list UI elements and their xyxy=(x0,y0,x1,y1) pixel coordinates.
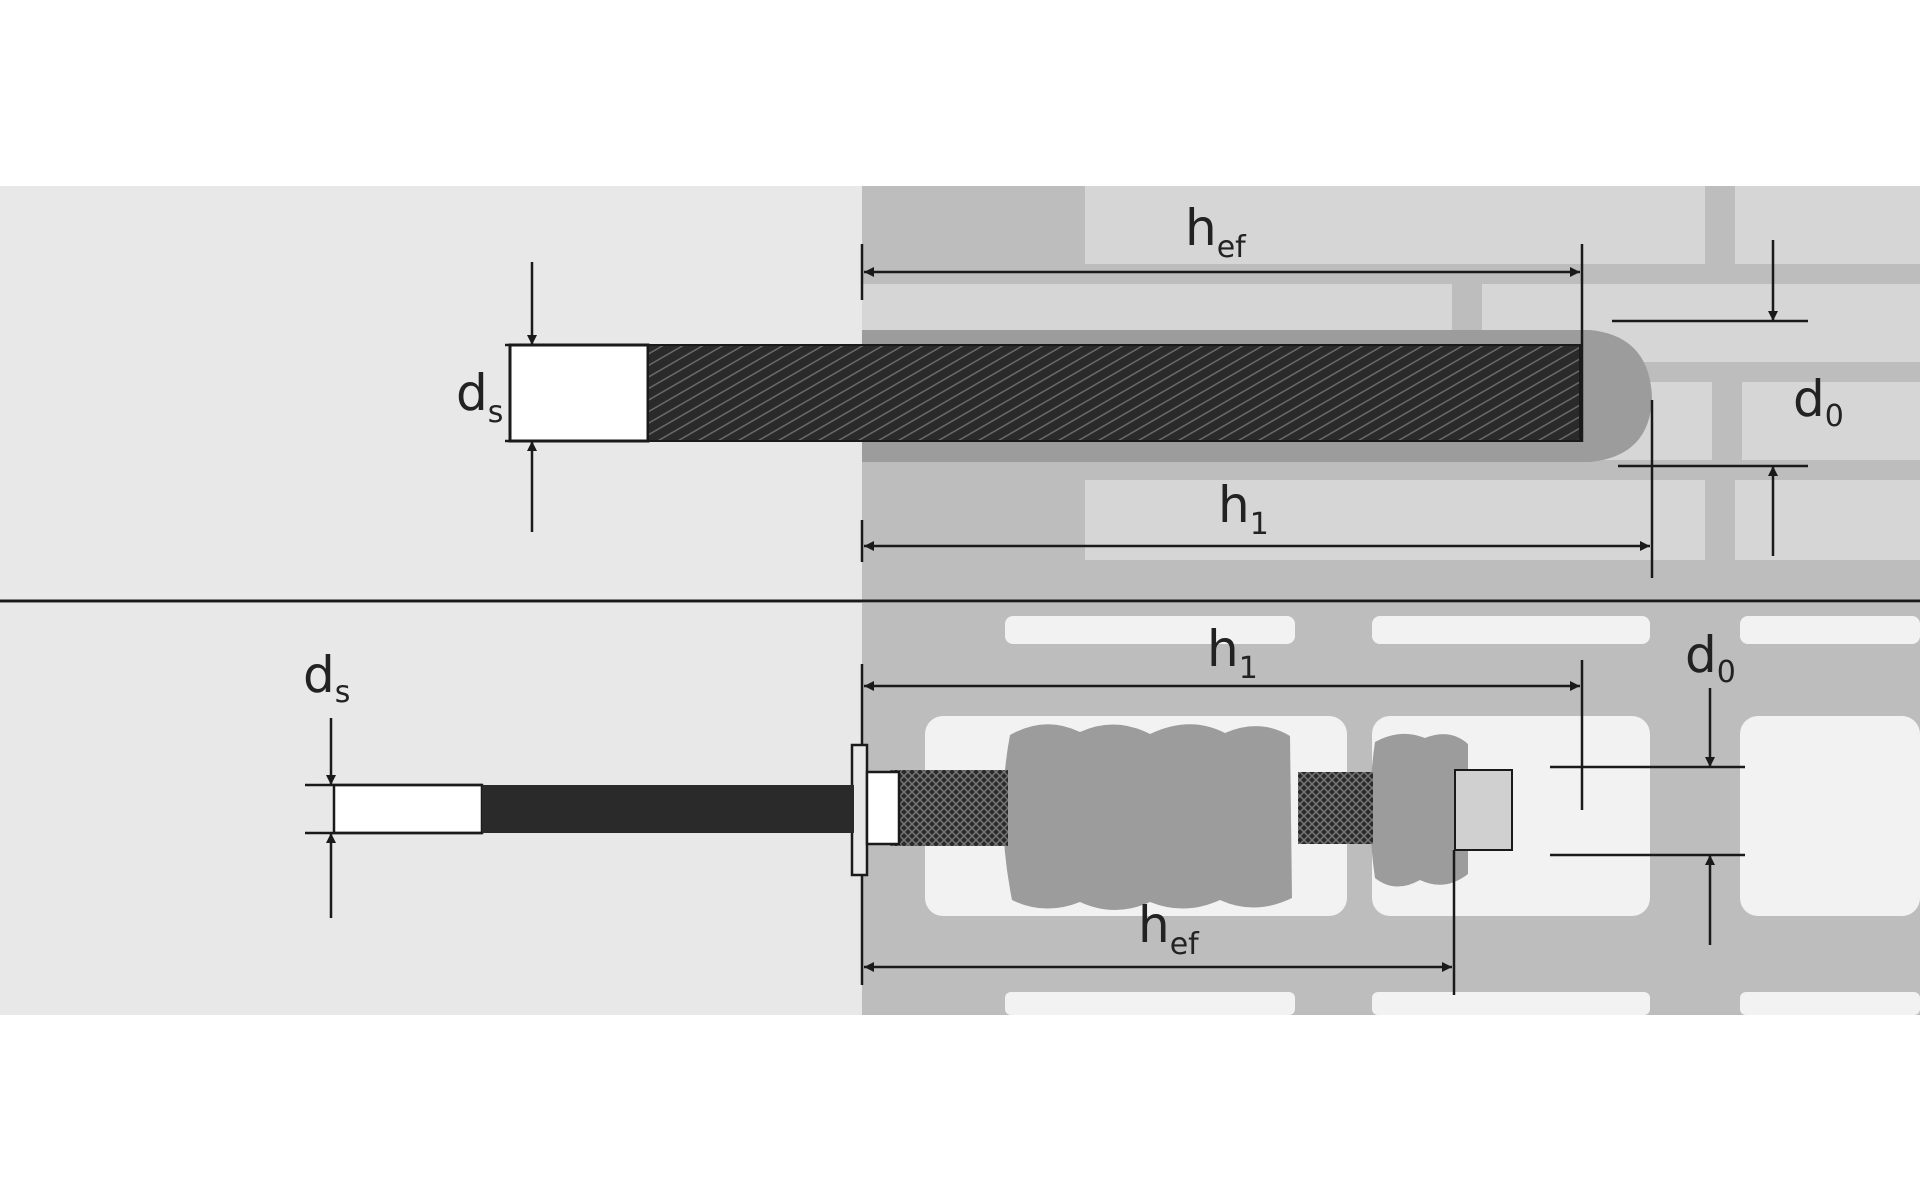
bottom-d0-dimension: d0 xyxy=(1550,626,1745,945)
injection-mortar-blob xyxy=(1002,724,1292,910)
injection-mortar-blob xyxy=(1370,733,1468,887)
cavity xyxy=(1005,616,1295,644)
bottom-panel: ds h1 d0 hef xyxy=(0,603,1920,1015)
bottom-ds-dimension: ds xyxy=(303,646,482,918)
brick xyxy=(1085,186,1705,264)
d0-label: d0 xyxy=(1793,370,1844,434)
brick xyxy=(1742,382,1920,460)
hef-label: hef xyxy=(1185,199,1247,265)
rod-shaft xyxy=(482,785,854,833)
hef-label: hef xyxy=(1138,896,1200,962)
top-h1-dimension: h1 xyxy=(860,400,1654,578)
top-d0-dimension: d0 xyxy=(1612,240,1844,556)
bottom-hef-dimension: hef xyxy=(860,850,1456,995)
top-panel: ds hef h1 d0 xyxy=(0,186,1920,600)
cavity xyxy=(1740,716,1920,916)
rod-end-plain xyxy=(332,783,484,835)
sleeve-collar xyxy=(850,743,869,877)
cavity xyxy=(1740,992,1920,1015)
threaded-rod xyxy=(508,343,1581,443)
brick xyxy=(1085,480,1705,560)
top-ds-dimension: ds xyxy=(456,262,648,532)
sleeve-neck xyxy=(865,770,901,846)
cavity xyxy=(1740,616,1920,644)
bottom-rod xyxy=(332,783,854,835)
cavity xyxy=(1005,992,1295,1015)
sleeve-mesh xyxy=(890,770,1008,846)
brick xyxy=(1735,480,1920,560)
sleeve-end-cap xyxy=(1454,769,1513,851)
sleeve-mesh xyxy=(1298,772,1373,844)
cavity xyxy=(1372,992,1650,1015)
ds-label: ds xyxy=(456,364,503,430)
h1-label: h1 xyxy=(1207,620,1258,686)
ds-label: ds xyxy=(303,646,350,710)
brick xyxy=(1735,186,1920,264)
bottom-h1-dimension: h1 xyxy=(860,620,1584,810)
sieve-sleeve xyxy=(850,743,1513,877)
top-hef-dimension: hef xyxy=(860,199,1584,442)
h1-label: h1 xyxy=(1218,476,1269,542)
rod-thread xyxy=(648,345,1580,441)
d0-label: d0 xyxy=(1685,626,1736,690)
cavity xyxy=(1372,616,1650,644)
rod-end-plain xyxy=(508,343,650,443)
